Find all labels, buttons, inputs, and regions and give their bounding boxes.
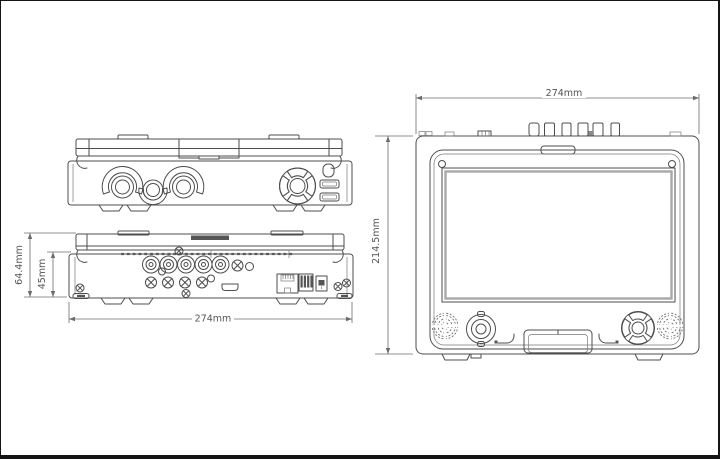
power-button	[322, 163, 335, 178]
mount-slot	[336, 293, 353, 299]
knob-right	[162, 166, 205, 199]
hinge-bar	[75, 134, 343, 169]
latch-brackets	[494, 333, 619, 344]
terminal-block	[298, 273, 314, 292]
handle-recess	[191, 235, 229, 240]
view-rear	[68, 230, 354, 305]
audio-jack	[245, 262, 254, 271]
speaker-grille-icon	[430, 311, 460, 341]
knob-center	[138, 179, 168, 206]
view-front-closed	[67, 134, 353, 212]
rotary-knobs	[101, 166, 205, 206]
bnc-loop-outputs	[145, 276, 208, 289]
dimension-closed-body-height: 45mm	[37, 251, 71, 297]
view-front-open	[415, 122, 700, 361]
open-body	[415, 135, 700, 355]
dimension-open-width: 274mm	[415, 87, 700, 134]
lid-back	[75, 230, 345, 263]
screw	[342, 278, 351, 288]
speaker-grille-icon	[655, 311, 685, 341]
latch	[523, 329, 593, 354]
bezel-screw-hole	[668, 160, 676, 168]
lcd-screen	[441, 167, 676, 303]
dim-label-closed-body-height: 45mm	[37, 259, 48, 290]
hinge-tab	[117, 134, 149, 140]
screw-hole	[207, 274, 215, 283]
dpad-closed	[279, 167, 316, 205]
dpad-open	[621, 311, 655, 345]
top-edge-details	[418, 130, 682, 137]
top-buttons	[528, 122, 620, 137]
screw-hole	[158, 267, 166, 276]
dimension-closed-width: 274mm	[68, 302, 353, 325]
usb-ports	[319, 179, 340, 202]
mini-connector	[231, 259, 244, 272]
mount-slot	[72, 293, 90, 299]
dim-label-open-width: 274mm	[546, 88, 583, 99]
screen-bezel	[429, 149, 685, 350]
knob-left	[101, 166, 144, 199]
rubber-feet	[441, 353, 664, 361]
screw	[333, 282, 343, 291]
hdmi-port	[221, 283, 239, 291]
bnc-video-inputs	[142, 255, 230, 274]
closed-body	[67, 160, 353, 206]
rubber-feet	[100, 297, 329, 305]
screw	[75, 283, 85, 293]
dim-label-open-height: 214.5mm	[371, 218, 382, 264]
bezel-screw-hole	[438, 160, 446, 168]
dim-label-closed-total-height: 64.4mm	[14, 245, 25, 285]
screw	[181, 289, 191, 298]
rubber-feet	[98, 204, 326, 212]
hinge-tab	[268, 134, 300, 140]
rear-body	[68, 253, 354, 299]
jog-dial	[466, 311, 496, 347]
dimension-open-height: 214.5mm	[371, 135, 413, 355]
dim-label-closed-width: 274mm	[195, 314, 232, 325]
dc-power-port	[315, 275, 328, 292]
ethernet-port	[276, 273, 299, 294]
dimension-closed-total-height: 64.4mm	[14, 232, 76, 298]
